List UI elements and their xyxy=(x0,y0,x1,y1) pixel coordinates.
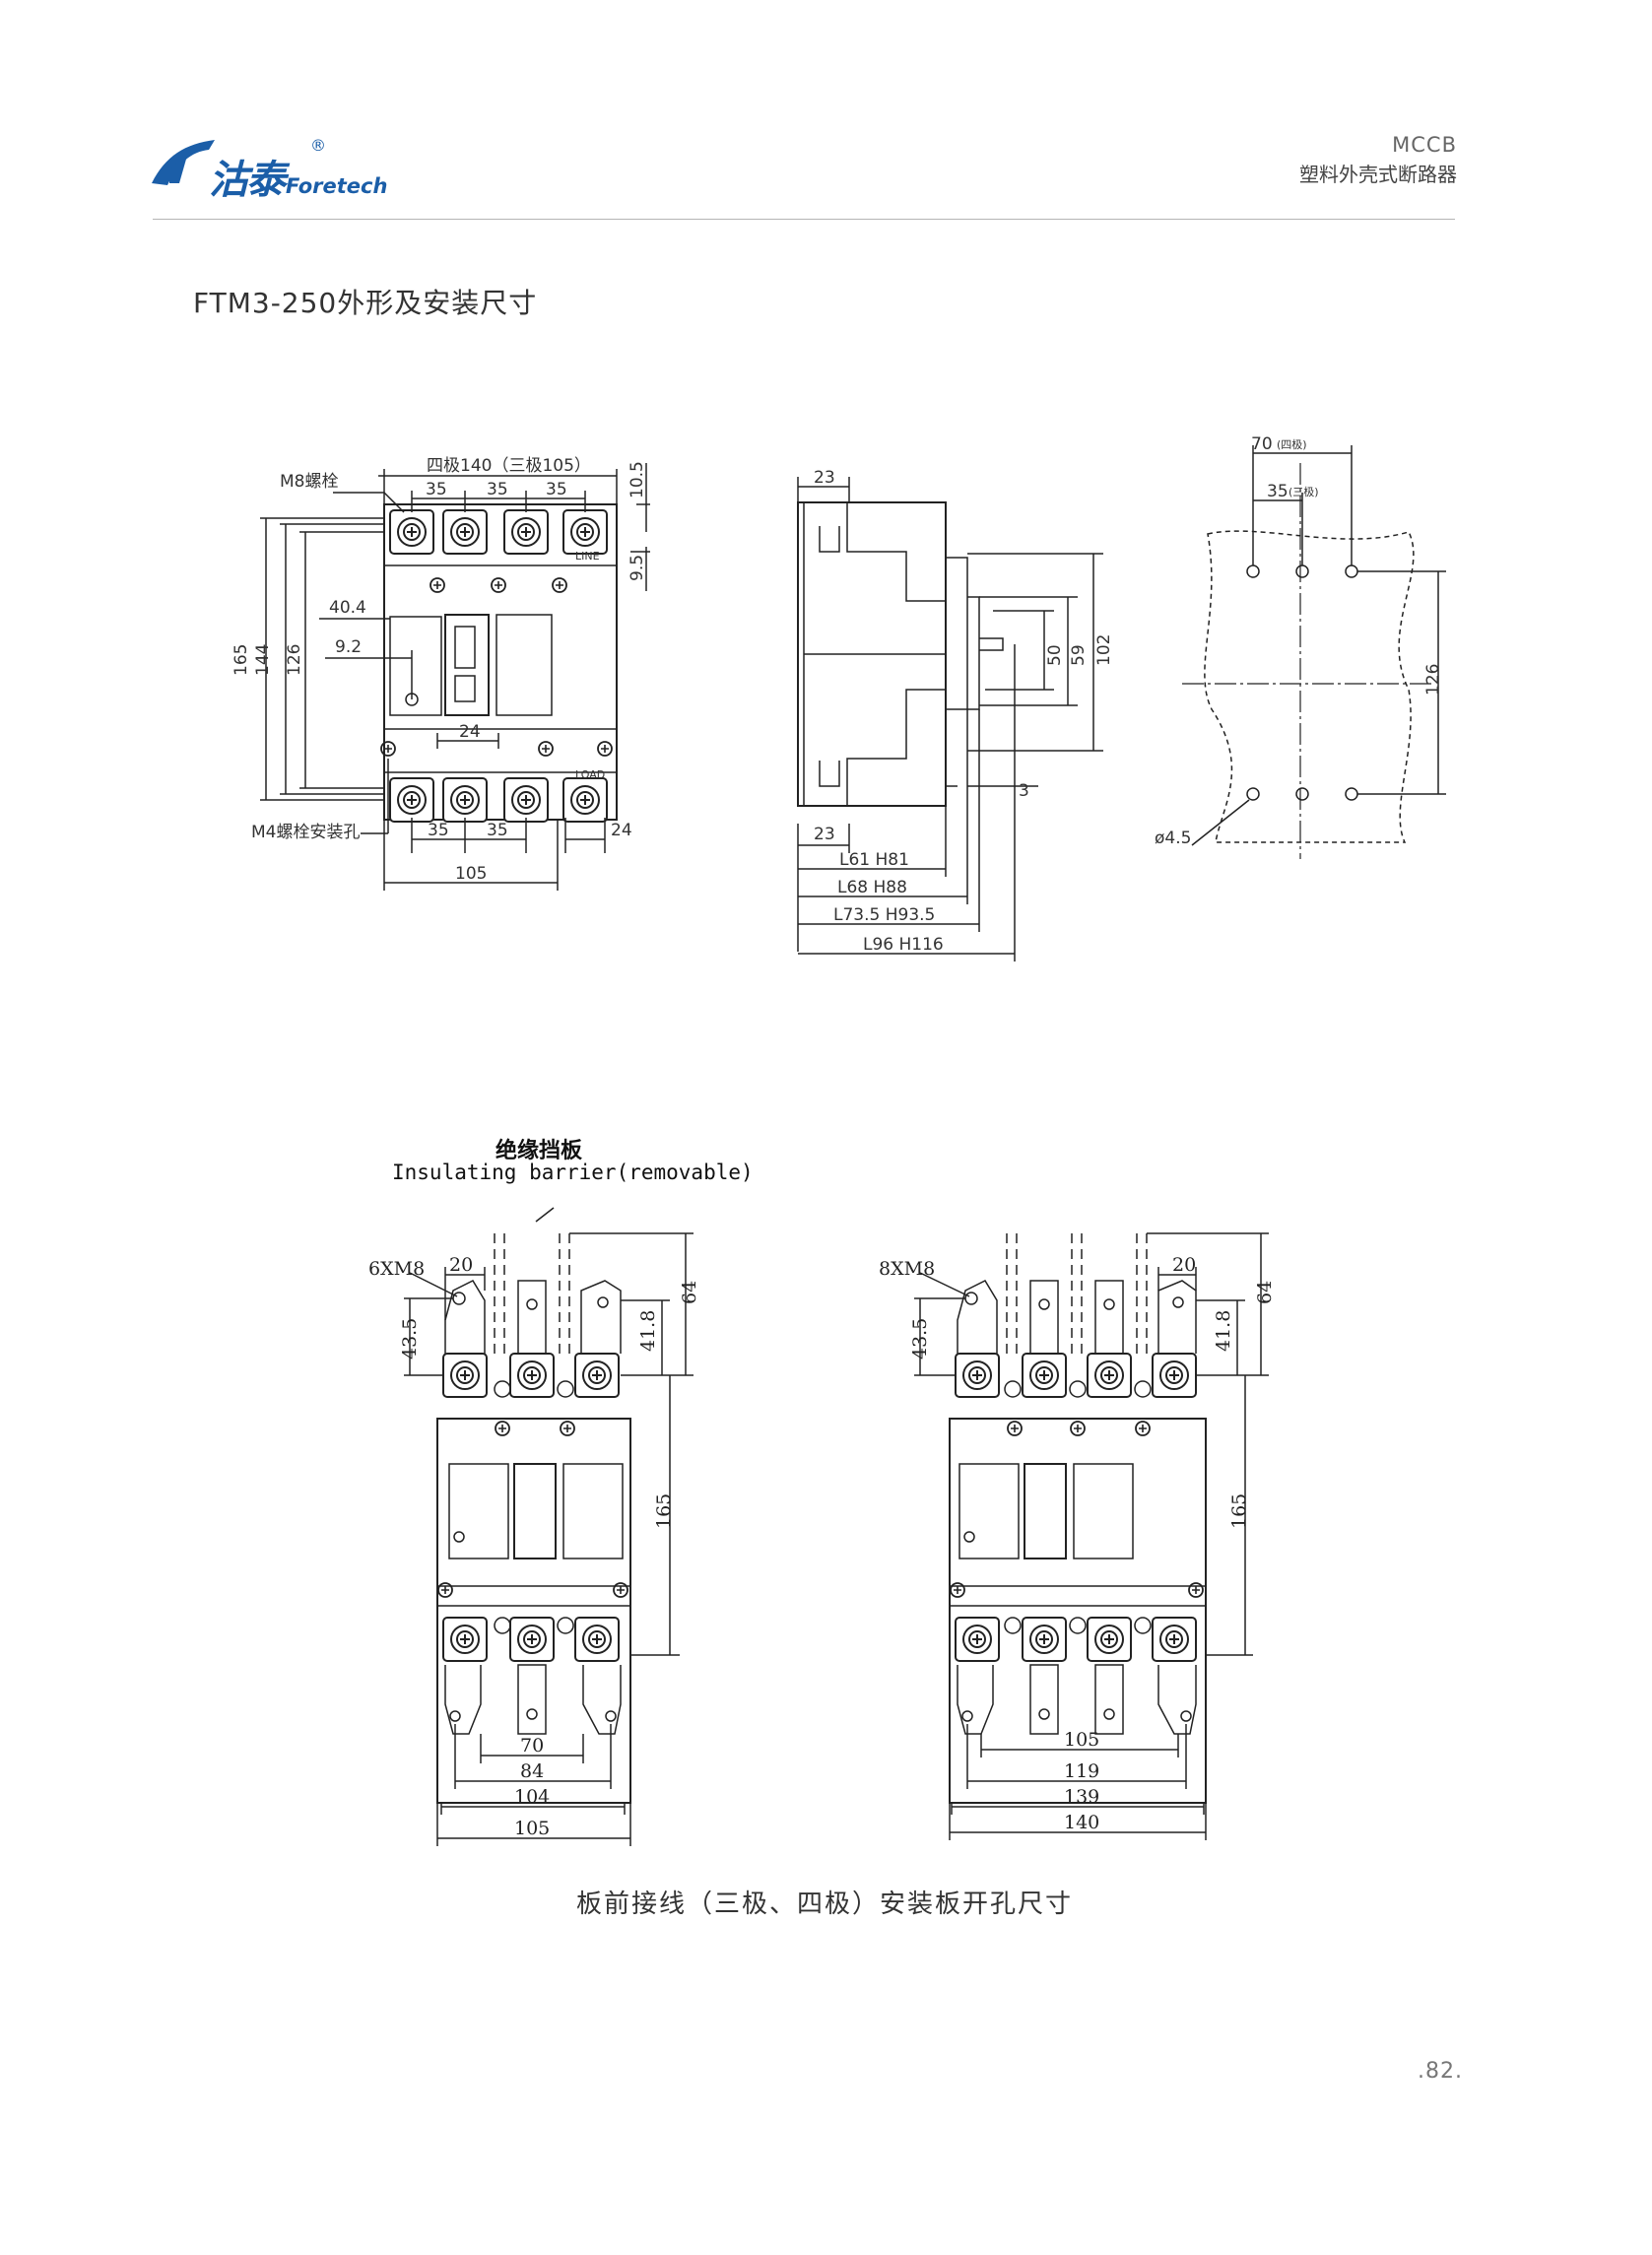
barrier-label-en: Insulating barrier(removable) xyxy=(392,1161,754,1184)
fp-dim-43-5: 43.5 xyxy=(909,1318,931,1360)
side-dim-59: 59 xyxy=(1069,644,1089,666)
hole-dim-70-note: (四极) xyxy=(1277,437,1307,451)
hole-dim-70: 70 xyxy=(1251,434,1273,454)
mounting-hole-pattern xyxy=(1182,445,1446,859)
fp-dim-105: 105 xyxy=(1064,1729,1099,1751)
fp-dim-140: 140 xyxy=(1064,1812,1099,1833)
fp-bolt: 8XM8 xyxy=(879,1258,935,1280)
three-pole-labels: 6XM8 20 43.5 41.8 64 165 70 84 104 105 xyxy=(368,1254,700,1839)
tp-bolt: 6XM8 xyxy=(368,1258,425,1280)
tp-dim-20: 20 xyxy=(449,1254,473,1276)
front-view-labels: 四极140（三极105） M8螺栓 35 35 35 10.5 9.5 40.4… xyxy=(231,456,647,884)
tp-dim-104: 104 xyxy=(514,1786,550,1808)
tp-dim-70: 70 xyxy=(520,1735,544,1757)
bolt-label: M8螺栓 xyxy=(280,472,338,492)
brand-en: Foretech xyxy=(286,174,388,198)
three-pole-drawing xyxy=(404,1207,694,1846)
section-title: FTM3-250外形及安装尺寸 xyxy=(193,287,538,319)
brand-registered: ® xyxy=(310,136,326,155)
four-pole-drawing xyxy=(914,1232,1269,1840)
barrier-label-cn: 绝缘挡板 xyxy=(496,1139,583,1163)
side-dim-50: 50 xyxy=(1045,644,1065,666)
header-divider xyxy=(153,219,1455,220)
side-view xyxy=(797,477,1103,962)
dim-165: 165 xyxy=(231,644,251,676)
fp-dim-119: 119 xyxy=(1064,1760,1099,1782)
logo-swoosh-icon xyxy=(152,140,215,185)
dim-9-2: 9.2 xyxy=(335,637,362,657)
dim-126: 126 xyxy=(285,644,304,676)
header-product: MCCB 塑料外壳式断路器 xyxy=(1299,130,1457,189)
load-label: LOAD xyxy=(575,768,605,781)
dim-144: 144 xyxy=(253,644,273,676)
side-l2: L68 H88 xyxy=(837,878,907,897)
dim-105-bottom: 105 xyxy=(455,864,487,884)
dim-9-5: 9.5 xyxy=(628,555,647,581)
tp-dim-41-8: 41.8 xyxy=(637,1310,659,1352)
pitch-35-c: 35 xyxy=(546,480,567,499)
tp-dim-165: 165 xyxy=(653,1493,675,1529)
tp-dim-43-5: 43.5 xyxy=(399,1318,421,1360)
fp-dim-165: 165 xyxy=(1228,1493,1250,1529)
width-label: 四极140（三极105） xyxy=(427,456,591,476)
front-view xyxy=(260,463,650,891)
tp-dim-64: 64 xyxy=(679,1281,700,1304)
pitch-35-b: 35 xyxy=(487,480,508,499)
side-dim-3: 3 xyxy=(1019,781,1029,801)
brand-logo: 沽泰Foretech ® xyxy=(148,118,404,203)
side-dim-23-bottom: 23 xyxy=(814,825,835,844)
mount-label: M4螺栓安装孔 xyxy=(251,823,360,842)
figure-caption: 板前接线（三极、四极）安装板开孔尺寸 xyxy=(576,1890,1074,1919)
page-number: .82. xyxy=(1418,2059,1463,2084)
hole-dim-126: 126 xyxy=(1423,664,1443,696)
hole-diameter: ø4.5 xyxy=(1155,829,1191,848)
tp-dim-84: 84 xyxy=(520,1760,544,1782)
side-view-labels: 23 23 50 59 102 3 L61 H81 L68 H88 L73.5 … xyxy=(814,468,1114,955)
side-l3: L73.5 H93.5 xyxy=(833,905,935,925)
product-code: MCCB xyxy=(1392,133,1457,157)
fp-dim-64: 64 xyxy=(1254,1281,1276,1304)
side-dim-102: 102 xyxy=(1094,634,1114,666)
fp-dim-20: 20 xyxy=(1172,1254,1196,1276)
dim-24-center: 24 xyxy=(459,722,481,742)
dim-35-bottom-a: 35 xyxy=(428,821,449,840)
hole-dim-35-note: (三极) xyxy=(1289,485,1319,498)
fp-dim-139: 139 xyxy=(1064,1786,1099,1808)
four-pole-labels: 8XM8 20 43.5 41.8 64 165 105 119 139 140 xyxy=(879,1254,1276,1833)
dim-35-bottom-b: 35 xyxy=(487,821,508,840)
pitch-35-a: 35 xyxy=(426,480,447,499)
side-l1: L61 H81 xyxy=(839,850,909,870)
dim-40-4: 40.4 xyxy=(329,598,366,618)
dim-24-bottom: 24 xyxy=(611,821,632,840)
side-l4: L96 H116 xyxy=(863,935,944,955)
dim-10-5: 10.5 xyxy=(628,461,647,498)
tp-dim-105: 105 xyxy=(514,1818,550,1839)
mounting-hole-labels: 70 (四极) 35 (三极) 126 ø4.5 xyxy=(1155,434,1443,848)
brand-cn: 沽泰 xyxy=(209,158,286,203)
hole-dim-35: 35 xyxy=(1267,482,1289,501)
product-name: 塑料外壳式断路器 xyxy=(1299,163,1457,186)
line-label: LINE xyxy=(575,550,600,563)
side-dim-23-top: 23 xyxy=(814,468,835,488)
fp-dim-41-8: 41.8 xyxy=(1213,1310,1234,1352)
